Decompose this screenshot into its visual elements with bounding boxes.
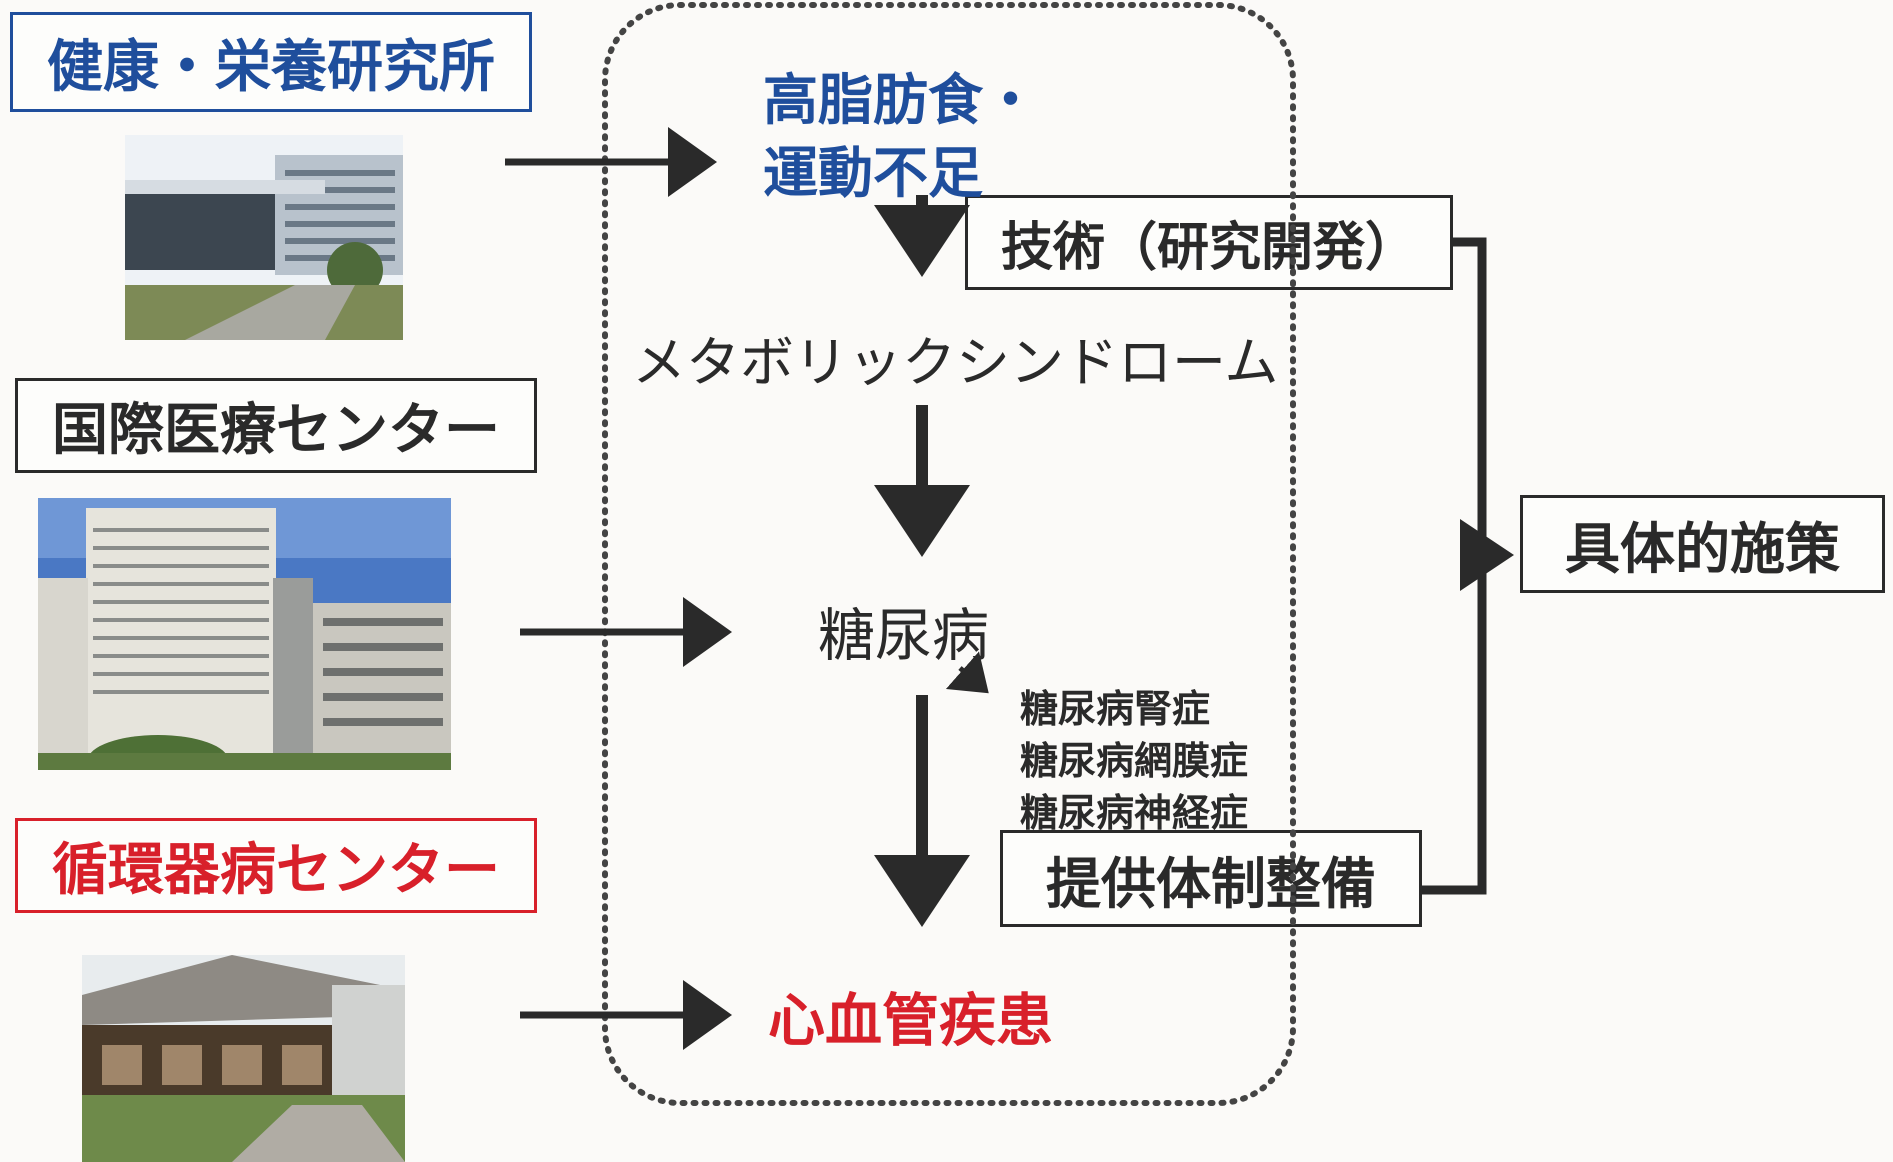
building-photo-international [38, 498, 451, 770]
bracket-provision-to-policy [1422, 555, 1487, 895]
complication-retinopathy: 糖尿病網膜症 [1020, 739, 1249, 783]
institution-box-international: 国際医療センター [15, 378, 537, 473]
complication-neuropathy: 糖尿病神経症 [1020, 791, 1249, 835]
institution-label-nutrition: 健康・栄養研究所 [47, 34, 495, 100]
tech-rd-label: 技術（研究開発） [1000, 218, 1417, 278]
concrete-policy-box: 具体的施策 [1520, 495, 1885, 593]
cause-label-line1: 高脂肪食・ [763, 68, 1039, 132]
metabolic-syndrome-label: メタボリックシンドローム [632, 331, 1279, 394]
cardiovascular-disease-label: 心血管疾患 [768, 988, 1053, 1054]
building-photo-nutrition [125, 135, 403, 340]
arrow-diabetes-to-complications [945, 651, 989, 694]
building-photo-cardio [82, 955, 405, 1162]
institution-label-cardio: 循環器病センター [52, 838, 500, 903]
cause-label-line2: 運動不足 [763, 141, 984, 205]
tech-rd-box: 技術（研究開発） [965, 195, 1453, 290]
dotted-boundary [602, 2, 1296, 1106]
institution-label-international: 国際医療センター [52, 398, 500, 463]
institution-box-cardio: 循環器病センター [15, 818, 537, 913]
concrete-policy-label: 具体的施策 [1564, 517, 1840, 581]
provision-system-box: 提供体制整備 [1000, 830, 1422, 927]
provision-system-label: 提供体制整備 [1045, 851, 1376, 916]
institution-box-nutrition: 健康・栄養研究所 [10, 12, 532, 112]
bracket-tech-to-policy [1453, 237, 1487, 555]
complication-nephropathy: 糖尿病腎症 [1020, 687, 1211, 731]
